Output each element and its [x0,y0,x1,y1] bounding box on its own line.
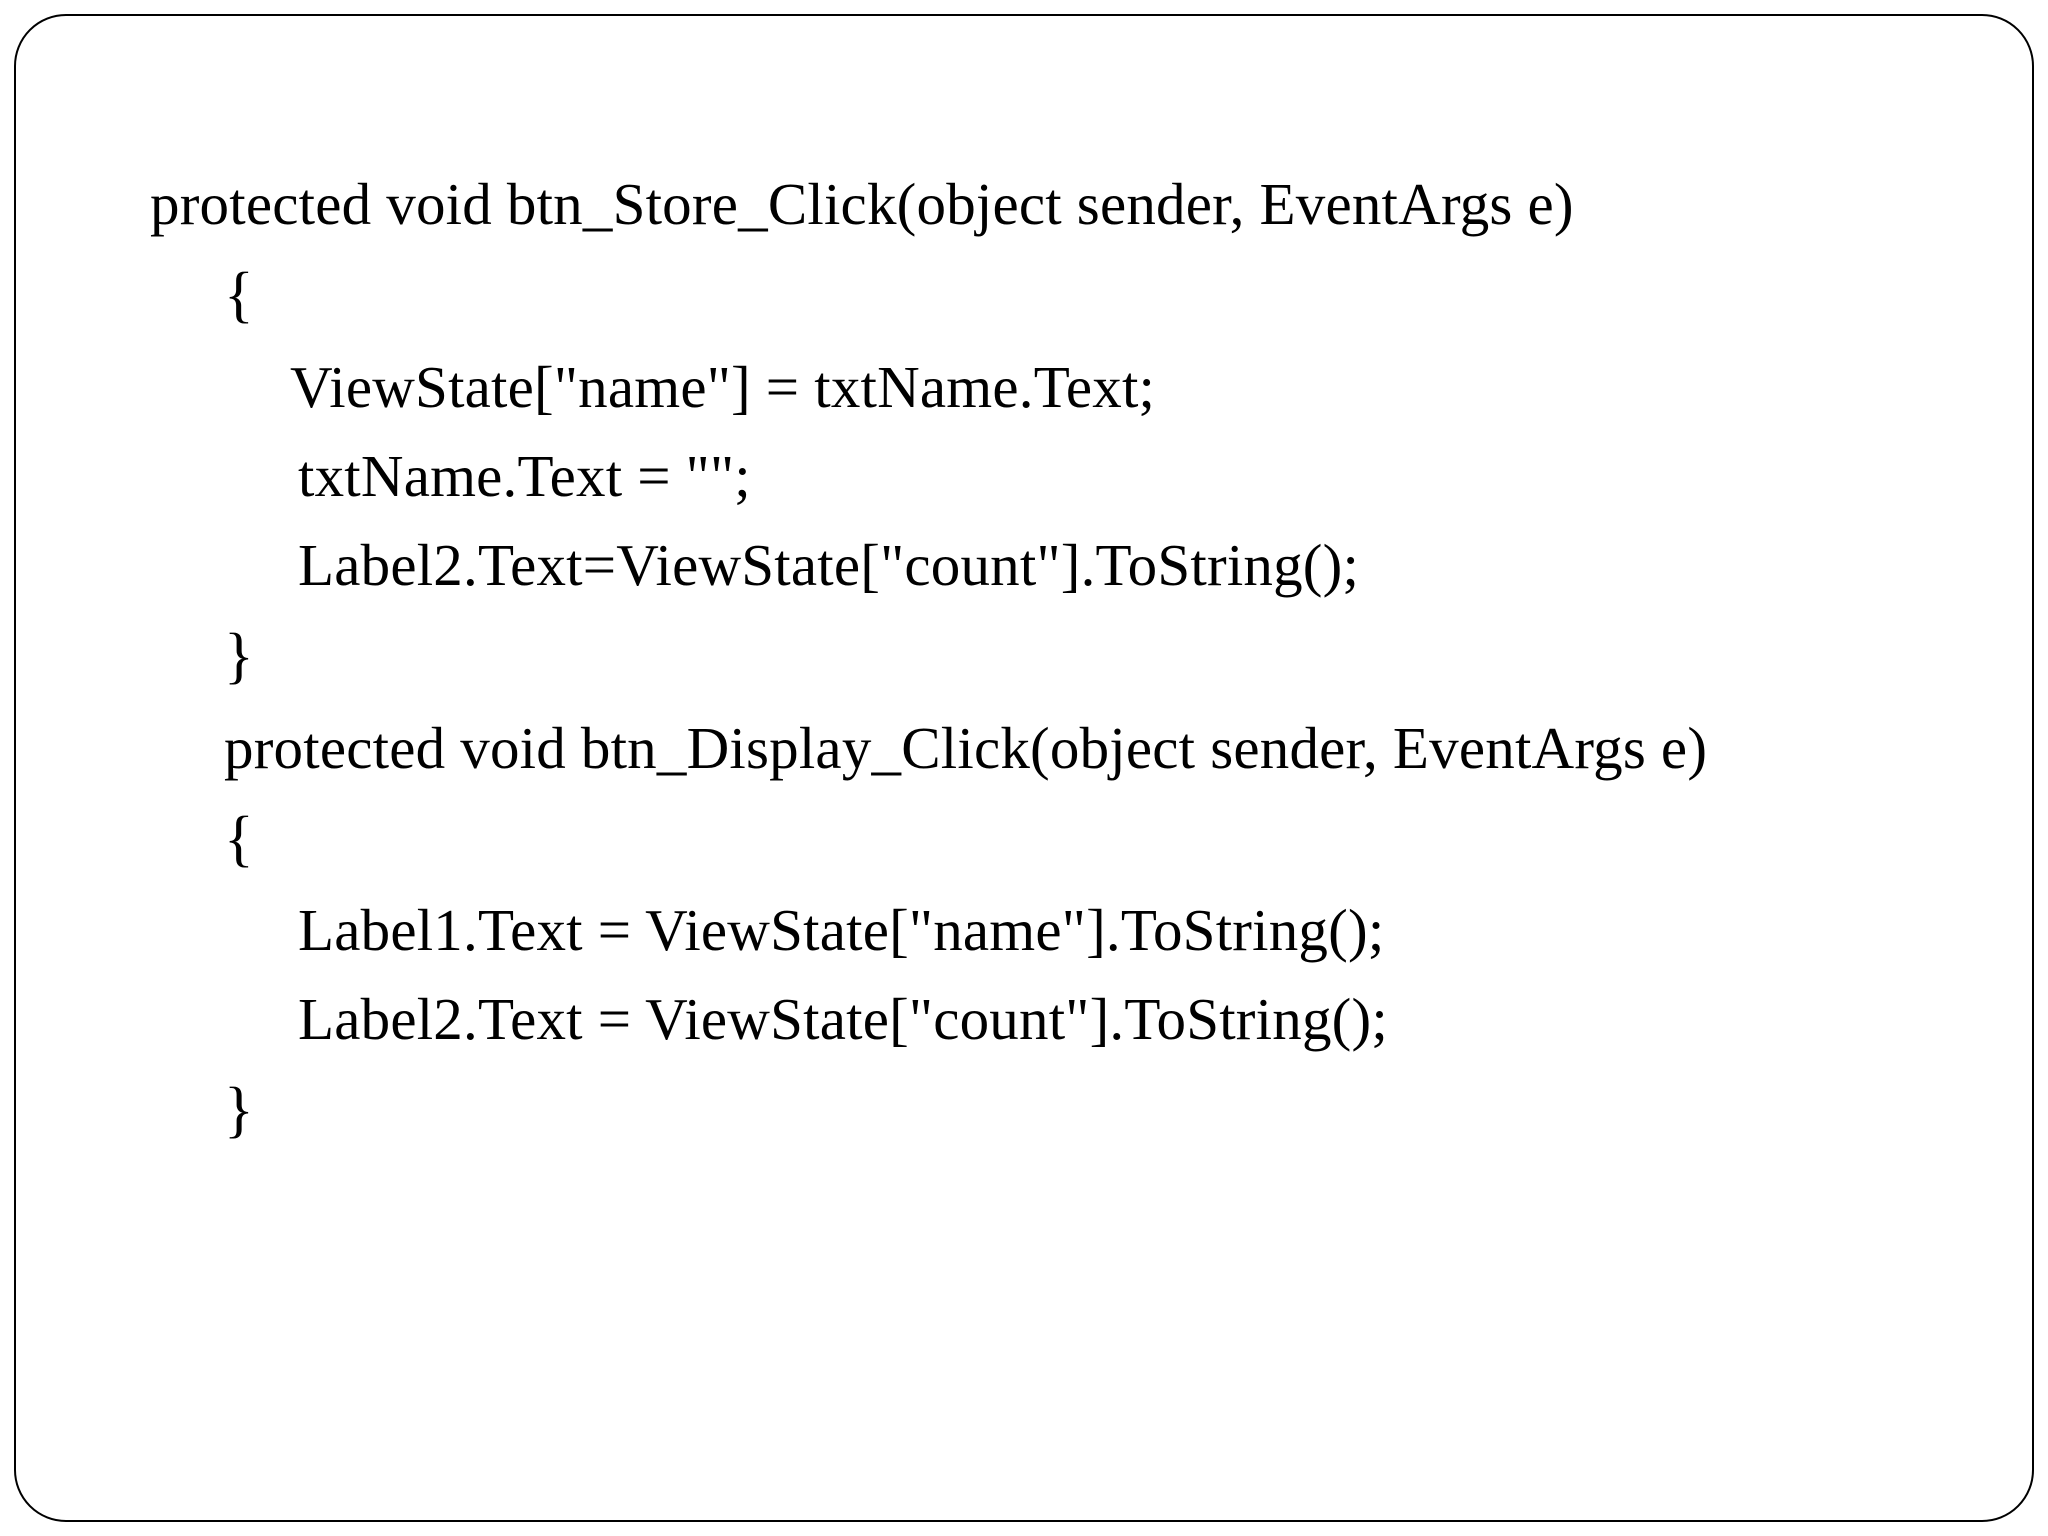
code-line: protected void btn_Display_Click(object … [224,714,1708,781]
code-line: txtName.Text = ""; [298,442,751,509]
code-line: protected void btn_Store_Click(object se… [150,171,1574,237]
code-line: Label2.Text=ViewState["count"].ToString(… [298,531,1360,598]
code-line: Label2.Text = ViewState["count"].ToStrin… [298,986,1388,1053]
code-block: protected void btn_Store_Click(object se… [0,160,2048,1158]
code-line: { [224,804,254,873]
code-line: ViewState["name"] = txtName.Text; [290,353,1156,420]
code-line: } [224,621,254,690]
code-line: { [224,261,254,330]
code-line: } [224,1076,254,1145]
code-line: Label1.Text = ViewState["name"].ToString… [298,897,1385,964]
